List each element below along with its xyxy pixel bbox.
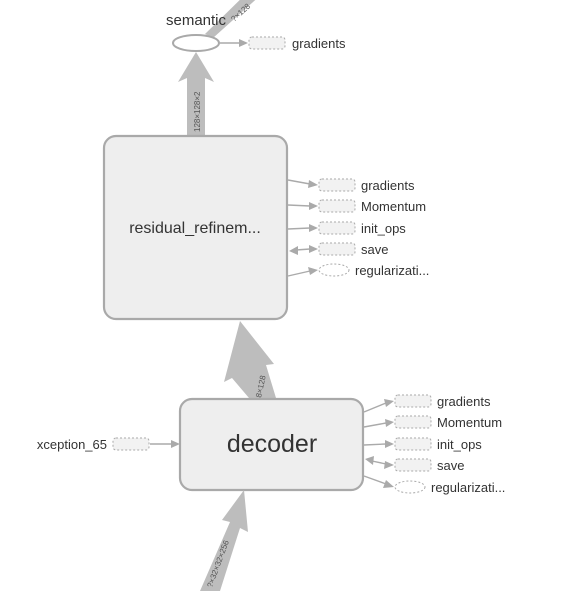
residual-to-semantic-edge-label: 128×128×2 [193,91,202,132]
residual-save-label: save [361,242,388,257]
xception-to-decoder-arrowhead [171,440,180,448]
decoder-regularization-edge [363,475,387,485]
xception-input-label: xception_65 [37,437,107,452]
semantic-gradients-node[interactable] [248,36,286,50]
residual-initops-edge [287,227,311,230]
residual-gradients-arrowhead [308,180,318,188]
decoder-label: decoder [227,430,317,458]
decoder-to-residual-edge [224,321,276,398]
decoder-gradients-label: gradients [437,394,491,409]
decoder-save-arrowhead-out [384,461,394,469]
residual-gradients-node[interactable] [318,178,356,192]
decoder-momentum-arrowhead [385,419,394,427]
decoder-regularization-arrowhead [383,480,394,488]
decoder-save-edge [371,460,387,465]
semantic-node-label: semantic [166,12,227,29]
residual-refinement-label: residual_refinem... [129,220,261,237]
residual-momentum-label: Momentum [361,199,426,214]
semantic-output-edge [205,0,256,38]
residual-momentum-arrowhead [309,202,318,210]
input-to-decoder-edge [200,490,248,591]
decoder-save-node[interactable] [394,458,432,472]
residual-initops-node[interactable] [318,221,356,235]
residual-gradients-label: gradients [361,178,415,193]
decoder-initops-label: init_ops [437,437,482,452]
decoder-momentum-node[interactable] [394,415,432,429]
decoder-initops-edge [363,443,387,446]
decoder-gradients-arrowhead [384,399,394,407]
residual-regularization-node[interactable] [318,263,350,277]
decoder-initops-node[interactable] [394,437,432,451]
xception-input-node[interactable] [112,437,150,451]
decoder-gradients-edge [363,402,387,413]
residual-regularization-arrowhead [308,267,318,275]
residual-save-edge [295,248,311,251]
residual-initops-arrowhead [309,224,318,232]
decoder-momentum-label: Momentum [437,415,502,430]
decoder-save-label: save [437,458,464,473]
semantic-gradients-label: gradients [292,36,346,51]
residual-refinement-node[interactable] [102,134,289,321]
semantic-gradients-arrowhead [239,39,248,47]
residual-momentum-edge [287,204,311,207]
decoder-initops-arrowhead [385,440,394,448]
decoder-node[interactable] [178,397,365,492]
residual-initops-label: init_ops [361,221,406,236]
residual-regularization-edge [287,270,311,277]
decoder-momentum-edge [363,422,387,428]
residual-to-semantic-edge [178,52,214,136]
decoder-outputs: gradients Momentum init_ops save regular… [363,394,505,495]
residual-outputs: gradients Momentum init_ops save regular… [287,178,429,278]
decoder-regularization-label: regularizati... [431,480,505,495]
decoder-save-arrowhead-in [365,456,374,465]
residual-momentum-node[interactable] [318,199,356,213]
decoder-regularization-node[interactable] [394,480,426,494]
residual-gradients-edge [287,179,311,185]
residual-regularization-label: regularizati... [355,263,429,278]
residual-save-node[interactable] [318,242,356,256]
decoder-gradients-node[interactable] [394,394,432,408]
semantic-node[interactable] [172,34,220,52]
residual-save-arrowhead-out [309,245,318,253]
residual-save-arrowhead-in [289,246,298,255]
